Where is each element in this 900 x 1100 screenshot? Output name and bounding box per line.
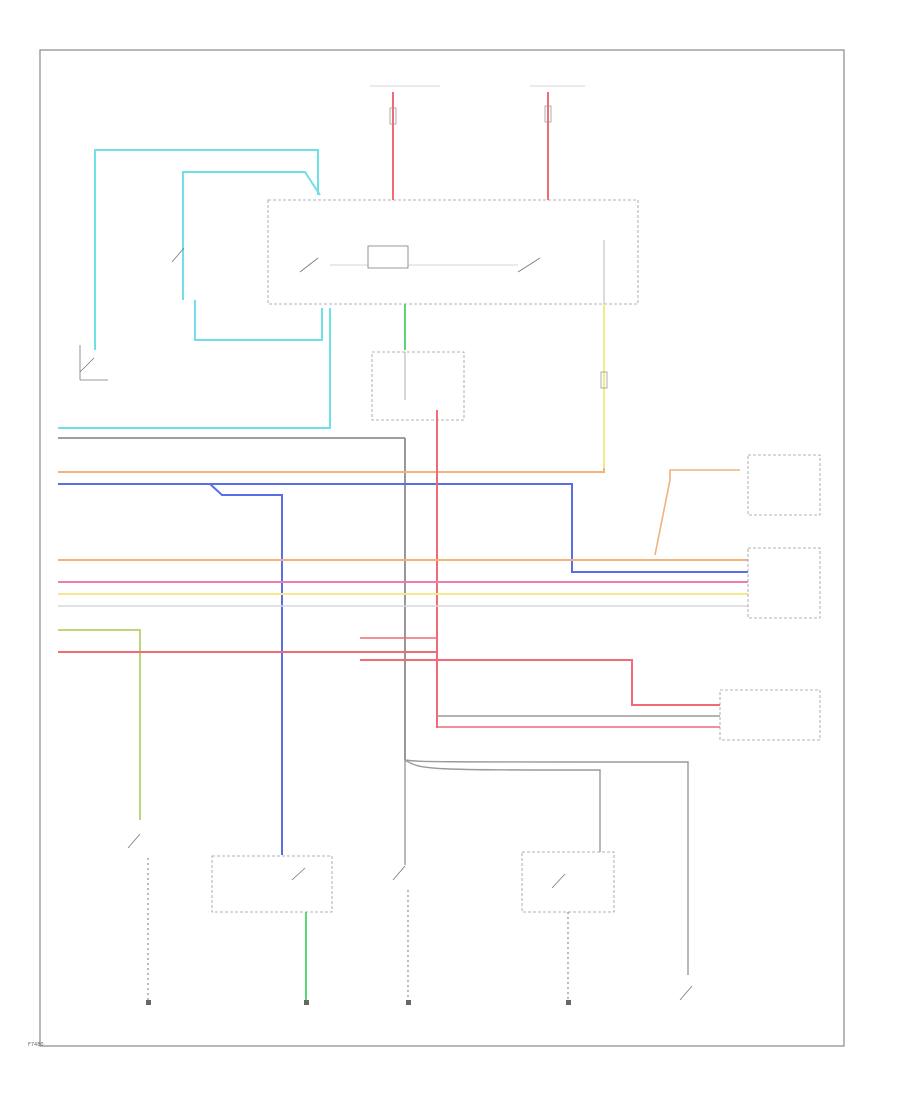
cyan-wires [58, 149, 331, 429]
ground-symbols [146, 1000, 571, 1005]
diagram-border [39, 49, 845, 1047]
red-wire-right [360, 659, 720, 706]
headlamp-switch-box [267, 199, 639, 305]
lower-gray-wires [404, 759, 689, 975]
orange-wire-right [654, 469, 740, 556]
lower-components [127, 833, 693, 1001]
dimmer-switch-box [371, 351, 465, 421]
blue-wire [58, 483, 748, 573]
left-switches [79, 247, 185, 381]
orange-wire-top [58, 468, 605, 473]
fuse-right [600, 371, 608, 389]
hot-at-all-times-fuse-supply [370, 85, 440, 200]
blue-vertical-wire [209, 483, 283, 855]
right-connectors [719, 454, 821, 741]
hot-in-run-fuse-supply [530, 85, 585, 200]
olive-wire [58, 629, 141, 820]
figure-id: F7480 [28, 1042, 44, 1048]
